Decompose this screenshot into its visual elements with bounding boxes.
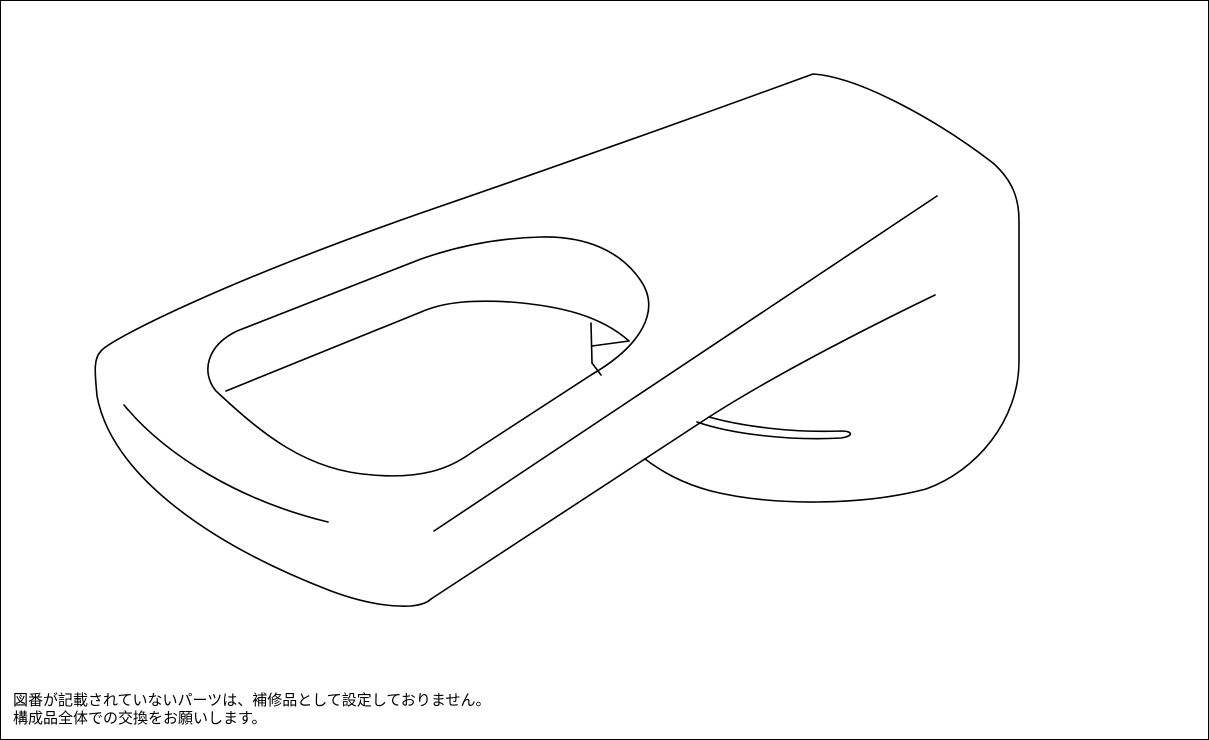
opening-inner-wall-edge (591, 340, 630, 347)
opening-inner-wall (590, 322, 593, 364)
body-left-end (94, 350, 432, 607)
opening-inner-wall-lower (591, 362, 602, 376)
part-illustration (94, 73, 1020, 607)
head-front-rim (708, 294, 936, 418)
parts-note-line-1: 図番が記載されていないパーツは、補修品として設定しておりません。 (13, 691, 491, 709)
head-slot (696, 416, 852, 440)
arm-top-edge (433, 195, 938, 532)
arm-bottom-edge (430, 416, 710, 600)
opening-outer-rim (207, 236, 650, 477)
body-outline-top (100, 73, 1020, 503)
front-face-line (123, 404, 329, 523)
opening-inner-edge (225, 300, 630, 392)
parts-note: 図番が記載されていないパーツは、補修品として設定しておりません。 構成品全体での… (13, 691, 490, 727)
parts-note-line-2: 構成品全体での交換をお願いします。 (13, 709, 267, 727)
